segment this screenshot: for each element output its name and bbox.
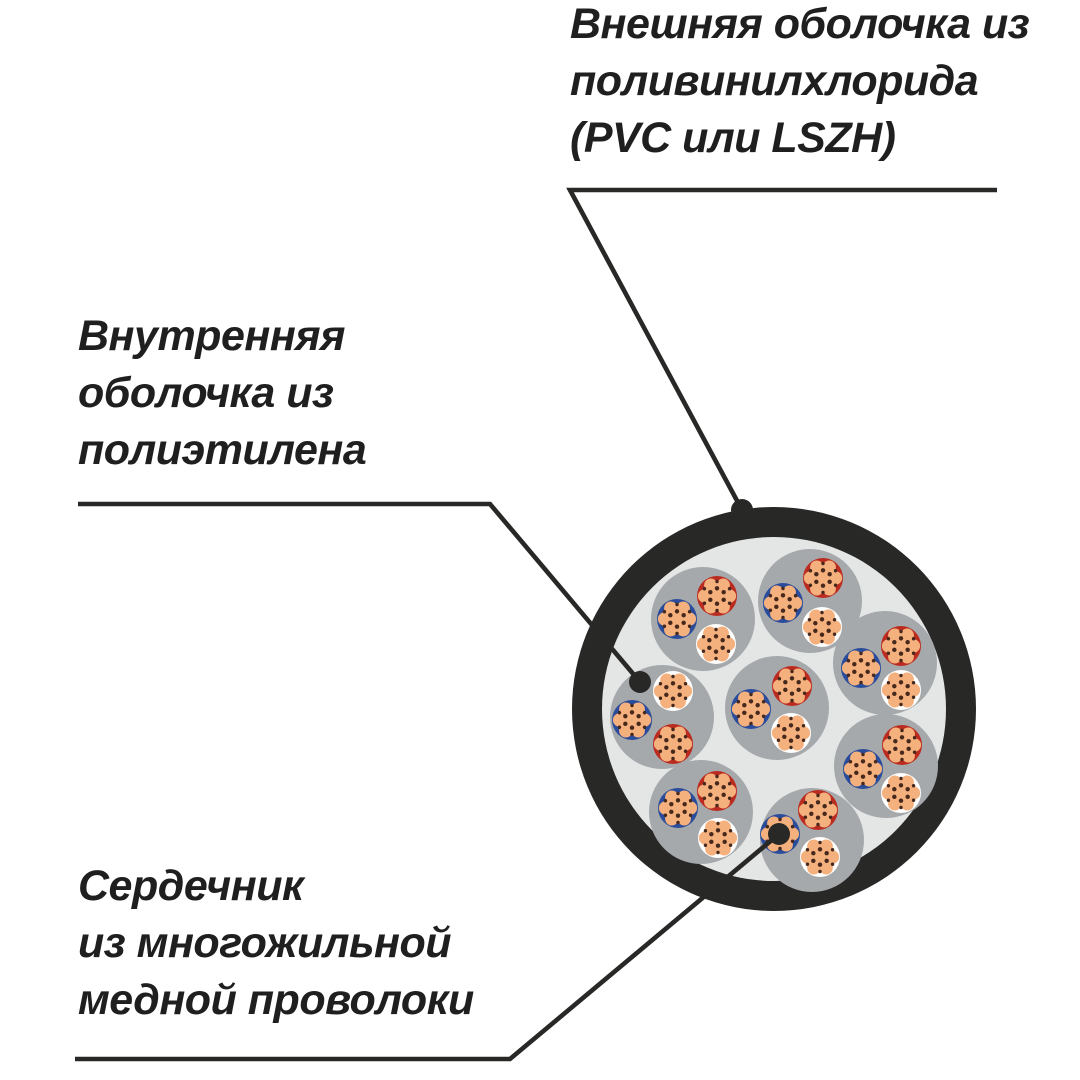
core-label-line3: медной проволоки (78, 976, 474, 1024)
copper-strands (772, 668, 812, 704)
outer-sheath-label-line3: (PVC или LSZH) (570, 114, 896, 162)
wire-bundle (725, 656, 829, 760)
wire-pair-red (798, 790, 838, 830)
wire-pair-white (881, 773, 921, 813)
inner-sheath-label: Внутренняя оболочка из полиэтилена (78, 308, 367, 479)
inner-sheath-label-line3: полиэтилена (78, 426, 367, 474)
wire-bundle (651, 567, 755, 671)
wire-bundle (649, 760, 753, 864)
wire-pair-blue (612, 700, 652, 740)
wire-pair-blue (843, 749, 883, 789)
wire-pair-white (771, 713, 811, 753)
copper-strands (653, 673, 693, 709)
wire-pair-white (653, 671, 693, 711)
wire-pair-blue (841, 648, 881, 688)
wire-pair-white (800, 837, 840, 877)
outer-sheath-label-line2: поливинилхлорида (570, 57, 979, 105)
inner-sheath-leader (78, 501, 642, 684)
copper-strands (802, 609, 842, 645)
wire-pair-red (697, 576, 737, 616)
copper-strands (731, 691, 771, 727)
copper-strands (881, 672, 921, 708)
wire-pair-white (881, 670, 921, 710)
outer-sheath-leader (566, 187, 997, 512)
outer-sheath-leader-dot (731, 499, 753, 521)
wire-pair-blue (657, 599, 697, 639)
copper-strands (697, 773, 737, 809)
core-label-line1: Сердечник (78, 862, 304, 910)
wire-pair-blue (731, 689, 771, 729)
core-leader (75, 832, 781, 1062)
copper-strands (653, 726, 693, 762)
inner-sheath-leader-dot (629, 671, 651, 693)
wire-pair-blue (763, 583, 803, 623)
copper-strands (841, 650, 881, 686)
copper-strands (658, 790, 698, 826)
wire-bundle (758, 549, 862, 653)
wire-pair-blue (658, 788, 698, 828)
copper-strands (881, 628, 921, 664)
wire-pair-white (696, 624, 736, 664)
wire-pair-red (882, 725, 922, 765)
wire-pair-red (697, 771, 737, 811)
copper-strands (771, 715, 811, 751)
outer-sheath-label: Внешняя оболочка из поливинилхлорида (PV… (570, 0, 1030, 167)
copper-strands (881, 775, 921, 811)
wire-bundle (610, 665, 714, 769)
copper-strands (882, 727, 922, 763)
wire-pair-red (772, 666, 812, 706)
wire-bundle (833, 611, 937, 715)
wire-bundle (760, 788, 864, 892)
core-label-line2: из многожильной (78, 919, 451, 967)
copper-strands (763, 585, 803, 621)
inner-sheath-label-line2: оболочка из (78, 369, 334, 417)
inner-sheath-label-line1: Внутренняя (78, 312, 345, 360)
copper-strands (843, 751, 883, 787)
wire-bundle (834, 714, 938, 818)
wire-pair-red (803, 558, 843, 598)
wire-pair-white (698, 818, 738, 858)
core-label: Сердечник из многожильной медной проволо… (78, 858, 474, 1029)
copper-strands (696, 626, 736, 662)
wire-pair-red (653, 724, 693, 764)
copper-strands (657, 601, 697, 637)
core-leader-dot (768, 823, 790, 845)
copper-strands (697, 578, 737, 614)
wire-pair-white (802, 607, 842, 647)
copper-strands (800, 839, 840, 875)
copper-strands (698, 820, 738, 856)
copper-strands (612, 702, 652, 738)
copper-strands (798, 792, 838, 828)
wire-pair-red (881, 626, 921, 666)
copper-strands (803, 560, 843, 596)
outer-sheath-label-line1: Внешняя оболочка из (570, 0, 1030, 48)
